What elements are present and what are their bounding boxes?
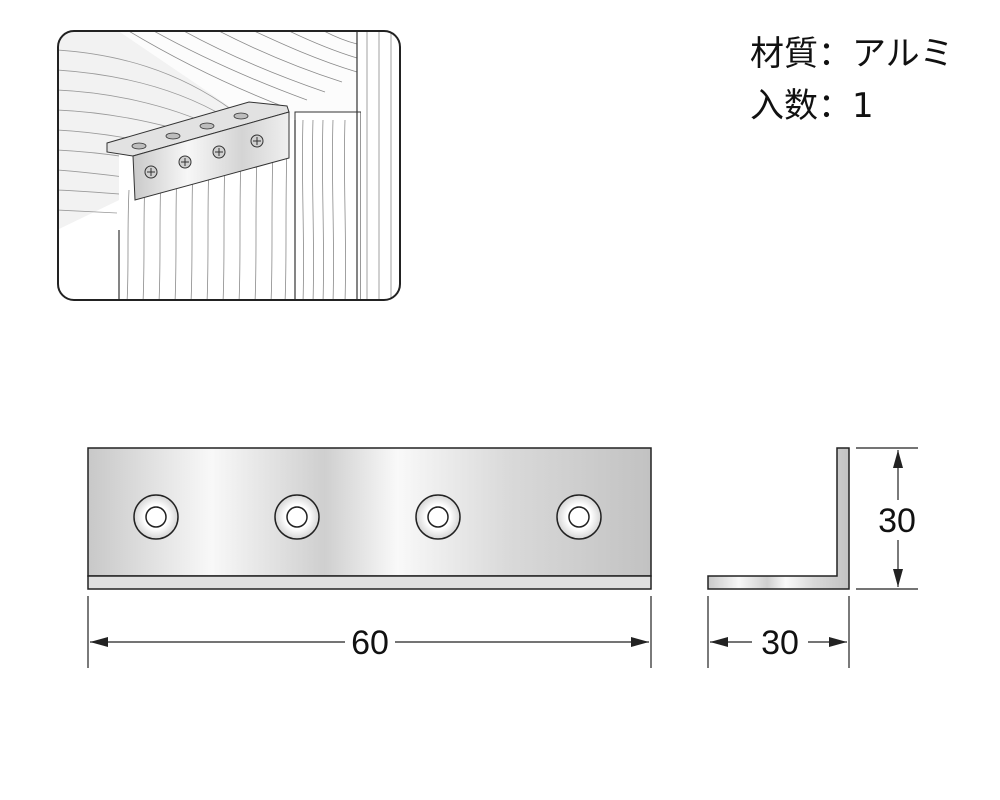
front-view-holes <box>133 494 602 540</box>
material-line: 材質：アルミ <box>750 28 954 80</box>
shelf-underside <box>117 31 357 125</box>
material-separator: ： <box>818 34 852 74</box>
illustration-frame <box>57 30 401 301</box>
side-view-profile <box>707 447 850 590</box>
quantity-line: 入数：1 <box>750 80 954 132</box>
usage-illustration <box>57 30 401 301</box>
front-view-lip <box>87 575 652 590</box>
quantity-value: 1 <box>852 86 874 126</box>
material-value: アルミ <box>852 34 954 74</box>
shelf-side <box>294 111 362 300</box>
hole <box>427 506 449 528</box>
quantity-label: 入数 <box>750 86 818 126</box>
hole <box>568 506 590 528</box>
leg-width-dimension <box>707 596 850 668</box>
bracket-front-leg <box>132 111 290 201</box>
hole <box>145 506 167 528</box>
leg-height-label: 30 <box>878 502 916 540</box>
leg-width-label: 30 <box>761 624 799 662</box>
material-label: 材質 <box>750 34 818 74</box>
shelf-grain <box>126 31 358 109</box>
quantity-separator: ： <box>818 86 852 126</box>
bracket-top-holes <box>131 112 249 150</box>
hole <box>286 506 308 528</box>
leg-height-dimension <box>856 447 918 590</box>
length-label: 60 <box>351 624 389 662</box>
length-dimension <box>87 596 652 668</box>
spec-block: 材質：アルミ 入数：1 <box>750 28 954 132</box>
